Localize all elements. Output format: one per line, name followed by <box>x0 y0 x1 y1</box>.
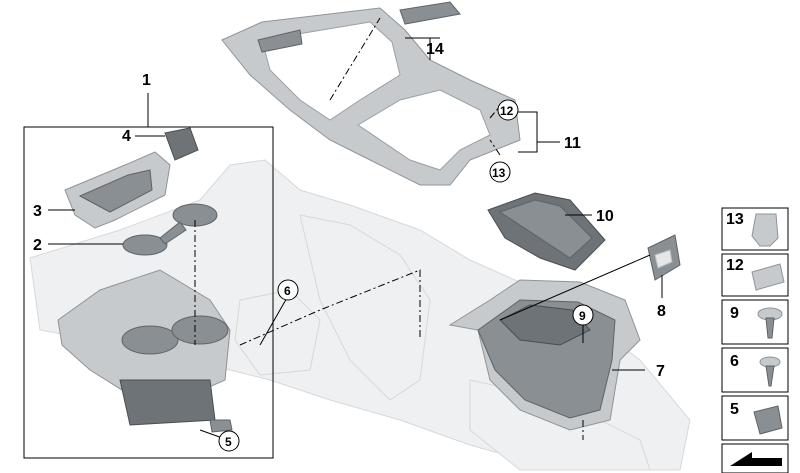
connector-icon <box>753 405 783 435</box>
callout-12: 12 <box>500 104 514 118</box>
legend-label-13: 13 <box>726 211 744 228</box>
callout-2: 2 <box>33 237 42 254</box>
legend-label-5: 5 <box>730 401 739 418</box>
callout-3: 3 <box>33 203 42 220</box>
nut-clip-icon <box>751 263 785 291</box>
screw-thread-icon <box>765 365 775 387</box>
callout-8: 8 <box>657 303 666 320</box>
arrow-icon <box>730 452 782 466</box>
small-parts-legend: 13 12 9 6 5 <box>721 207 789 473</box>
bracket <box>647 234 681 281</box>
callout-14: 14 <box>426 41 444 58</box>
tray-part <box>64 151 171 229</box>
callout-1: 1 <box>142 72 151 89</box>
callout-10: 10 <box>596 208 614 225</box>
callout-13: 13 <box>492 166 506 180</box>
callout-11: 11 <box>564 135 581 152</box>
legend-item-5: 5 <box>721 395 789 441</box>
callout-6: 6 <box>284 284 291 298</box>
cupholder-housing <box>57 269 233 433</box>
legend-item-6: 6 <box>721 347 789 393</box>
cup-liners <box>122 203 218 256</box>
legend-item-arrow <box>721 443 789 473</box>
storage-mat <box>487 192 606 271</box>
legend-label-6: 6 <box>730 353 739 370</box>
callout-4: 4 <box>122 128 131 145</box>
callout-5: 5 <box>225 435 232 449</box>
legend-item-9: 9 <box>721 299 789 345</box>
callouts: 1 4 3 2 5 6 7 8 9 10 11 12 13 14 <box>33 41 666 452</box>
cover-part <box>164 127 199 161</box>
callout-7: 7 <box>656 363 665 380</box>
gear-selector-trim <box>221 1 521 186</box>
legend-label-12: 12 <box>726 257 744 274</box>
screw-shaft-icon <box>765 317 775 339</box>
clip-icon <box>751 213 779 247</box>
legend-item-13: 13 <box>721 207 789 251</box>
callout-9: 9 <box>579 309 586 323</box>
legend-item-12: 12 <box>721 253 789 297</box>
legend-label-9: 9 <box>730 305 739 322</box>
leader-lines <box>48 17 663 441</box>
